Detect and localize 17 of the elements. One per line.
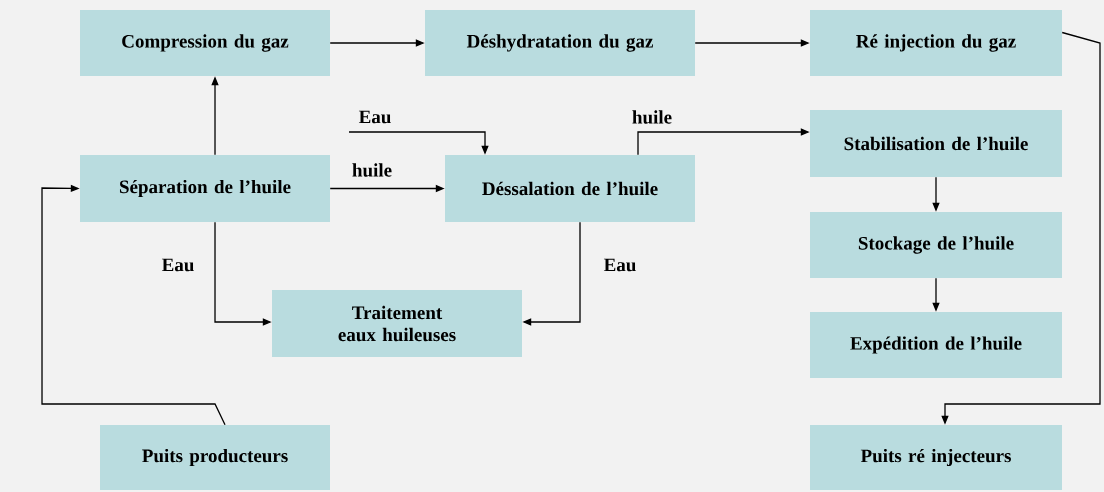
process-box: Séparation de l’huile [80, 155, 330, 222]
edge-label: Eau [161, 258, 194, 272]
process-box: Traitement eaux huileuses [272, 290, 522, 357]
edge-label: Eau [358, 110, 391, 124]
edge-label: huile [352, 163, 392, 177]
process-box: Puits producteurs [100, 425, 330, 490]
process-box: Stockage de l’huile [810, 212, 1062, 278]
process-box: Déssalation de l’huile [445, 155, 695, 222]
edge-label: Eau [603, 258, 636, 272]
process-box: Expédition de l’huile [810, 312, 1062, 378]
process-box: Puits ré injecteurs [810, 425, 1062, 490]
process-box: Déshydratation du gaz [425, 10, 695, 76]
arrow [41, 184, 226, 426]
process-box: Compression du gaz [80, 10, 330, 76]
edge-label: huile [632, 110, 672, 124]
process-box: Ré injection du gaz [810, 10, 1062, 76]
process-box: Stabilisation de l’huile [810, 110, 1062, 177]
